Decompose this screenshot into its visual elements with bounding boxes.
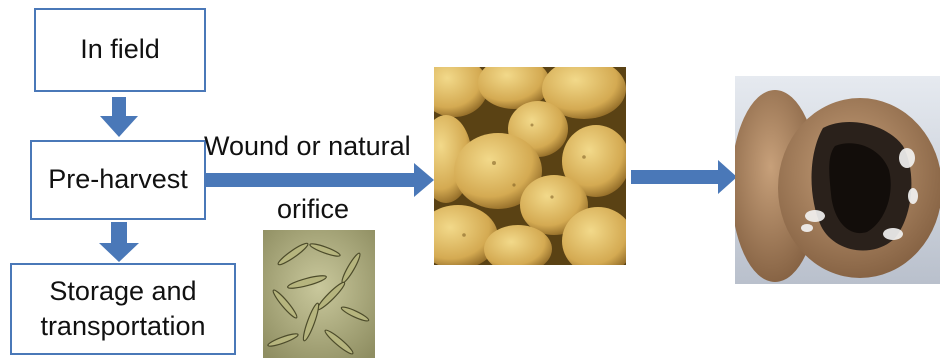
arrow-down-2 — [99, 222, 139, 262]
healthy-potatoes-image — [434, 67, 626, 265]
arrow-down-1 — [100, 97, 138, 137]
arrow-right-1 — [206, 163, 434, 197]
rotted-potato-image — [735, 76, 940, 284]
arrow-right-2 — [631, 160, 737, 194]
fungal-spores-image — [263, 230, 375, 358]
